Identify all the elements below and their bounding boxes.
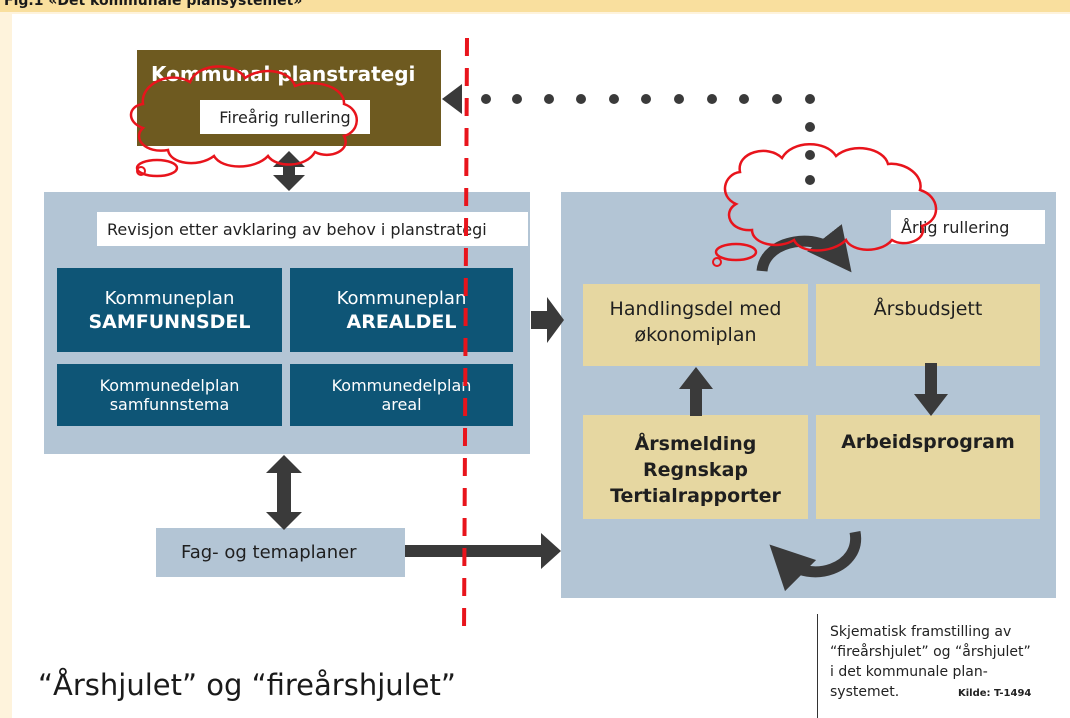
samfunnstema-line2: samfunnstema [109,395,230,414]
caption-source: Kilde: T-1494 [958,688,1032,699]
caption-line1: Skjematisk framstilling av [830,624,1012,640]
aarsmelding-line3: Tertialrapporter [610,485,781,507]
caption-line2: “fireårshjulet” og “årshjulet” [830,644,1031,660]
kommuneplan-samfunnsdel-box: Kommuneplan SAMFUNNSDEL [57,268,282,352]
fireaarig-rullering-label: Fireårig rullering [200,100,370,134]
caption-block: Skjematisk framstilling av “fireårshjule… [830,622,1066,702]
aarshjul-panel: Årlig rullering [561,192,1056,598]
kommunedelplan-areal-box: Kommunedelplan areal [290,364,513,426]
areal-line2: areal [381,395,422,414]
planstrategi-box: Kommunal planstrategi Fireårig rullering [137,50,441,146]
arealdel-line2: AREALDEL [346,310,457,333]
diagram-title: “Årshjulet” og “fireårshjulet” [38,668,456,702]
aarsmelding-box: Årsmelding Regnskap Tertialrapporter [583,415,808,519]
aarsbudsjett-label: Årsbudsjett [873,298,983,320]
caption-divider [817,614,818,718]
caption-last-row: systemet. Kilde: T-1494 [830,682,1066,702]
handlingsdel-box: Handlingsdel med økonomiplan [583,284,808,366]
figure-heading: Fig.1 «Det kommunale plansystemet» [4,0,303,9]
samfunnsdel-line1: Kommuneplan [104,287,235,309]
aarsmelding-line2: Regnskap [642,459,748,481]
revisjon-note: Revisjon etter avklaring av behov i plan… [97,212,528,246]
arbeidsprogram-label: Arbeidsprogram [841,431,1015,453]
areal-line1: Kommunedelplan [331,376,472,395]
kommunedelplan-samfunnstema-box: Kommunedelplan samfunnstema [57,364,282,426]
aarsmelding-line1: Årsmelding [634,433,757,455]
arbeidsprogram-box: Arbeidsprogram [816,415,1040,519]
kommuneplan-arealdel-box: Kommuneplan AREALDEL [290,268,513,352]
figure-heading-strip: Fig.1 «Det kommunale plansystemet» [0,0,1070,12]
fag-temaplaner-box: Fag- og temaplaner [156,528,405,577]
samfunnsdel-line2: SAMFUNNSDEL [88,310,251,333]
aarlig-rullering-label: Årlig rullering [891,210,1045,244]
caption-line4: systemet. [830,684,900,700]
samfunnstema-line1: Kommunedelplan [99,376,240,395]
arealdel-line1: Kommuneplan [336,287,467,309]
handlingsdel-line2: økonomiplan [634,324,757,346]
caption-line3: i det kommunale plan- [830,664,988,680]
aarsbudsjett-box: Årsbudsjett [816,284,1040,366]
planstrategi-title: Kommunal planstrategi [151,62,416,86]
handlingsdel-line1: Handlingsdel med [609,298,782,320]
